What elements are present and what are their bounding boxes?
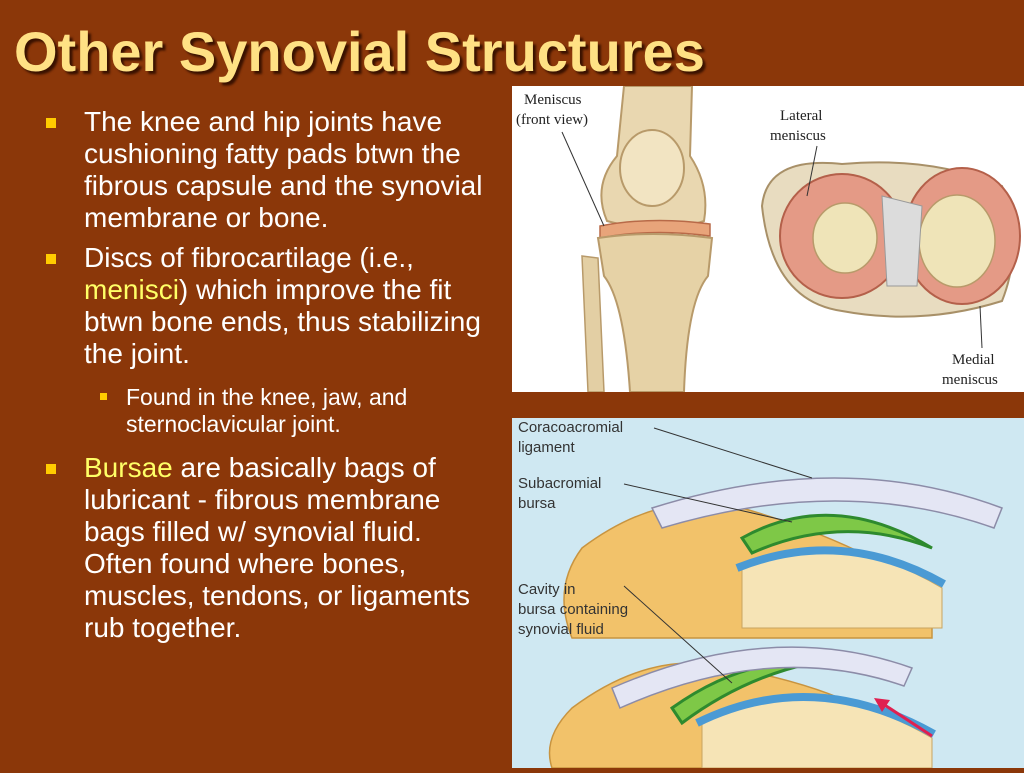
slide-title: Other Synovial Structures	[14, 20, 705, 83]
sub-bullet-text: Found in the knee, jaw, and sternoclavic…	[126, 384, 408, 437]
upper-humerus-shape	[741, 549, 943, 629]
label-lateral: Lateral	[780, 108, 822, 124]
label-medial: Medial	[952, 352, 995, 368]
bullet-text: Discs of fibrocartilage (i.e.,	[84, 242, 414, 273]
knee-meniscus-illustration: Meniscus (front view) Lateral meniscus M…	[512, 85, 1024, 393]
square-bullet-icon	[46, 118, 56, 128]
fibula-shape	[581, 255, 605, 393]
lateral-plateau-shape	[812, 202, 878, 274]
label-coracoacromial: Coracoacromial	[518, 419, 623, 436]
leader-line	[561, 131, 605, 227]
upper-ligament-shape	[650, 477, 1003, 529]
square-bullet-icon	[46, 254, 56, 264]
sub-bullet-item: Found in the knee, jaw, and sternoclavic…	[100, 384, 494, 438]
label-meniscus: Meniscus	[524, 92, 582, 108]
label-ligament: ligament	[518, 439, 576, 456]
label-front-view: (front view)	[516, 112, 588, 128]
bullet-item: Bursae are basically bags of lubricant -…	[44, 452, 494, 644]
pointer-arrowhead-icon	[874, 698, 890, 712]
highlight-term-bursae: Bursae	[84, 452, 173, 483]
knee-meniscus-drawing: Meniscus (front view) Lateral meniscus M…	[516, 85, 1021, 393]
label-bursa-containing: bursa containing	[518, 601, 628, 618]
bursa-drawing: Coracoacromial ligament Subacromial burs…	[518, 419, 1003, 769]
highlight-term-menisci: menisci	[84, 274, 179, 305]
tibia-shape	[596, 233, 714, 393]
square-bullet-icon	[100, 393, 107, 400]
patella-shape	[619, 129, 685, 207]
label-bursa: bursa	[518, 495, 556, 512]
label-medial-meniscus: meniscus	[942, 372, 998, 388]
upper-cartilage-shape	[735, 546, 946, 588]
bullet-list: The knee and hip joints have cushioning …	[44, 106, 494, 652]
bullet-text: The knee and hip joints have cushioning …	[84, 106, 483, 233]
bullet-text: are basically bags of lubricant - fibrou…	[84, 452, 470, 643]
upper-bursa-shape	[739, 513, 933, 555]
cruciate-ligament-shape	[881, 195, 923, 287]
square-bullet-icon	[46, 464, 56, 474]
leader-line	[806, 145, 818, 197]
pointer-arrow-line	[876, 698, 933, 738]
bursa-illustration: Coracoacromial ligament Subacromial burs…	[512, 418, 1024, 769]
leader-line	[653, 427, 813, 479]
bullet-text: ) which improve the fit btwn bone ends, …	[84, 274, 481, 369]
label-cavity-in: Cavity in	[518, 581, 576, 598]
leader-line	[623, 585, 733, 684]
medial-plateau-shape	[918, 194, 996, 288]
label-lateral-meniscus: meniscus	[770, 128, 826, 144]
bullet-item: Discs of fibrocartilage (i.e., menisci) …	[44, 242, 494, 370]
leader-line	[979, 305, 983, 349]
leader-line	[623, 483, 793, 523]
lower-ligament-shape	[611, 646, 914, 710]
label-synovial-fluid: synovial fluid	[518, 621, 604, 638]
bullet-item: The knee and hip joints have cushioning …	[44, 106, 494, 234]
label-subacromial: Subacromial	[518, 475, 601, 492]
